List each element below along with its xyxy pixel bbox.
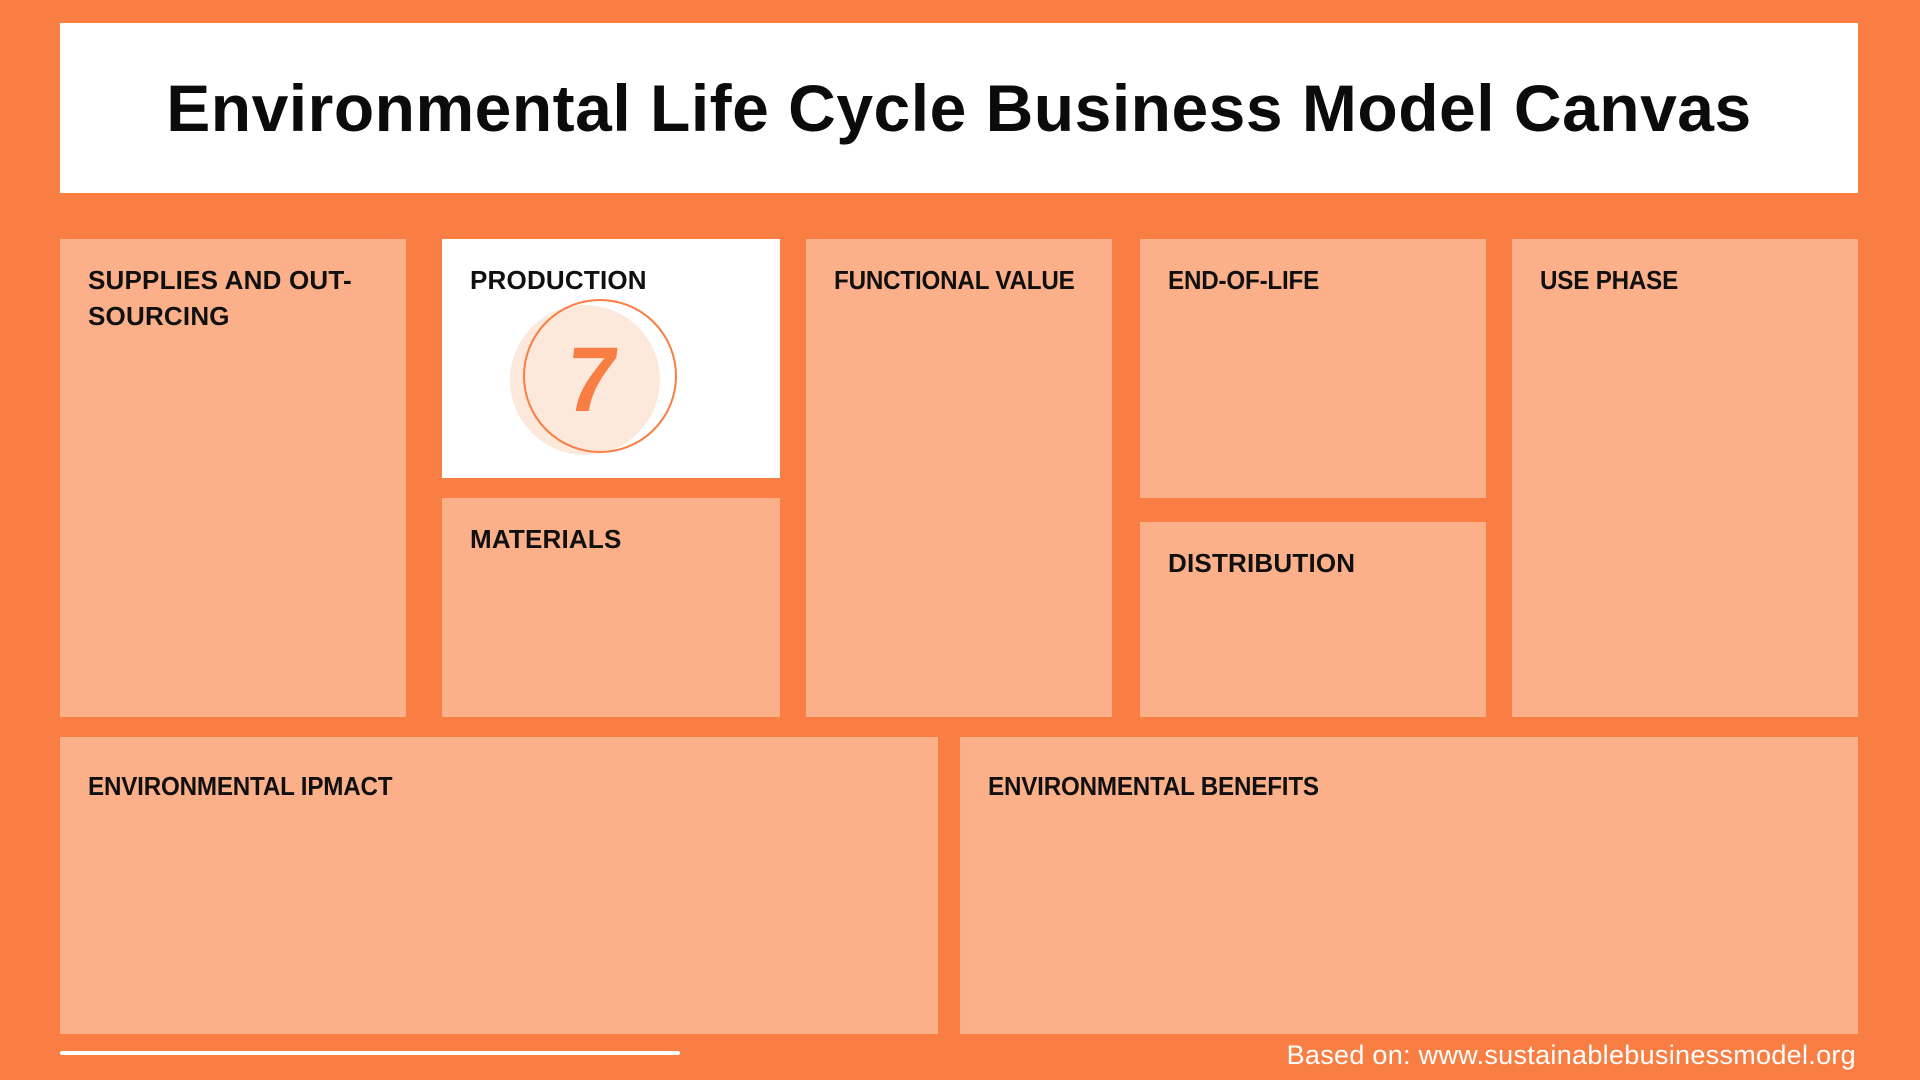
- box-label-functional-value: FUNCTIONAL VALUE: [834, 265, 1075, 295]
- badge-circle-ring: [523, 299, 677, 453]
- box-label-distribution: DISTRIBUTION: [1168, 548, 1356, 578]
- badge-number: 7: [560, 328, 624, 431]
- box-label-production: PRODUCTION: [470, 265, 647, 295]
- title-banner: Environmental Life Cycle Business Model …: [60, 23, 1858, 193]
- box-environmental-benefits[interactable]: ENVIRONMENTAL BENEFITS: [960, 737, 1858, 1034]
- box-label-environmental-benefits: ENVIRONMENTAL BENEFITS: [988, 771, 1319, 801]
- box-label-supplies-and-out-sourcing: SUPPLIES AND OUT-SOURCING: [88, 265, 352, 331]
- box-supplies-and-out-sourcing[interactable]: SUPPLIES AND OUT-SOURCING: [60, 239, 406, 717]
- box-label-end-of-life: END-OF-LIFE: [1168, 265, 1320, 295]
- attribution-text: Based on: www.sustainablebusinessmodel.o…: [1286, 1040, 1856, 1070]
- box-label-environmental-impact: ENVIRONMENTAL IPMACT: [88, 771, 393, 801]
- page-title: Environmental Life Cycle Business Model …: [166, 71, 1752, 145]
- box-label-materials: MATERIALS: [470, 524, 622, 554]
- box-use-phase[interactable]: USE PHASE: [1512, 239, 1858, 717]
- box-materials[interactable]: MATERIALS: [442, 498, 780, 717]
- box-environmental-impact[interactable]: ENVIRONMENTAL IPMACT: [60, 737, 938, 1034]
- footer-divider-line: [60, 1051, 680, 1055]
- box-label-use-phase: USE PHASE: [1540, 265, 1679, 295]
- production-step-badge: 7: [510, 299, 688, 459]
- box-end-of-life[interactable]: END-OF-LIFE: [1140, 239, 1486, 498]
- box-functional-value[interactable]: FUNCTIONAL VALUE: [806, 239, 1112, 717]
- box-production[interactable]: PRODUCTION 7: [442, 239, 780, 478]
- box-distribution[interactable]: DISTRIBUTION: [1140, 522, 1486, 717]
